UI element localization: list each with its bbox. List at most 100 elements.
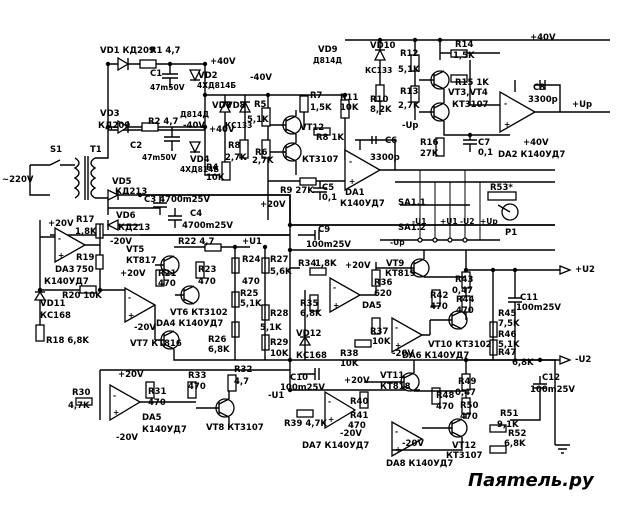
label-r13: R13 — [400, 87, 418, 97]
label-c7v: 0,1 — [478, 148, 493, 158]
label-r47v: 6,8K — [512, 358, 534, 368]
label-r26: R26 — [208, 335, 226, 345]
label-r39: R39 4,7K — [284, 419, 327, 429]
label-r31v: 470 — [148, 398, 166, 408]
label-vt5: VT5 — [126, 245, 144, 255]
label-c9: C9 — [318, 225, 330, 235]
label-r8b: R8 1K — [316, 133, 344, 143]
label-vd12: VD12 — [296, 329, 322, 339]
label-da5: DA5 — [142, 413, 162, 423]
label-m40a: -40V — [250, 73, 272, 83]
label-u1m: -U1 — [412, 217, 426, 226]
label-r6v: 2,7K — [252, 156, 274, 166]
label-c7: C7 — [478, 138, 490, 148]
label-r42v: 470 — [430, 302, 448, 312]
label-c1v: 47m50V — [150, 83, 185, 92]
svg-text:-: - — [128, 293, 131, 302]
label-c10v: 100m25V — [280, 383, 325, 393]
label-vd6t: КД213 — [118, 223, 150, 233]
label-r38v: 10K — [340, 359, 359, 369]
label-r18: R18 6,8K — [46, 336, 89, 346]
positive-output-section: -+ -+ — [289, 225, 572, 390]
label-r46: R46 — [498, 330, 516, 340]
label-p20-da5: +20V — [118, 370, 144, 380]
label-r31: R31 — [148, 387, 166, 397]
label-r33v: 470 — [188, 382, 206, 392]
label-u1p: +U1 — [440, 217, 458, 226]
svg-text:-: - — [395, 323, 398, 332]
component-labels: VD1 КД209 R1 4,7 +40V C1 47m50V VD2 4ХД8… — [2, 33, 595, 469]
label-r12: R12 — [400, 49, 418, 59]
label-r36v: 620 — [374, 289, 392, 299]
label-sa11: SA1.1 — [398, 198, 426, 208]
label-r23: R23 — [198, 265, 216, 275]
label-r7: R7 — [310, 91, 323, 101]
label-c8v: 3300p — [528, 95, 558, 105]
label-r52v: 6,8K — [504, 439, 526, 449]
negative-output-section: -+ -+ — [290, 355, 572, 458]
label-r48v: 470 — [436, 402, 454, 412]
label-r35v: 6,8K — [300, 309, 322, 319]
label-r11: R11 — [340, 93, 358, 103]
label-r19: R19 — [76, 253, 94, 263]
site-watermark: Паяmель.ру — [468, 470, 595, 491]
label-r45v: 7,5K — [498, 319, 520, 329]
label-u2m-out: -U2 — [575, 355, 591, 365]
label-vd8t: КС133 — [225, 121, 252, 130]
top-power-supply: -+ -+ — [107, 39, 610, 220]
svg-text:+: + — [349, 177, 355, 186]
label-m20-da4: -20V — [134, 323, 156, 333]
label-vt10: VT10 КТ3102 — [428, 340, 492, 350]
label-vd11: VD11 — [40, 299, 66, 309]
svg-text:-: - — [349, 157, 352, 166]
label-r35: R35 — [300, 299, 318, 309]
label-vt12bt: КТ3107 — [446, 451, 482, 461]
label-r17: R17 — [76, 215, 94, 225]
label-r32v: 4,7 — [234, 377, 249, 387]
label-r40: R40 — [350, 397, 368, 407]
svg-text:-: - — [333, 283, 336, 292]
label-k140: К140УД7 — [44, 277, 89, 287]
label-vd5t: КД213 — [115, 187, 147, 197]
svg-text:-: - — [328, 397, 331, 406]
label-c4v: 4700m25V — [182, 221, 233, 231]
label-c2v: 47m50V — [142, 153, 177, 162]
label-vd5: VD5 — [112, 177, 132, 187]
label-r24v: 470 — [242, 277, 260, 287]
label-r15: R15 1K — [455, 78, 489, 88]
label-r26v: 6,8K — [208, 345, 230, 355]
label-r23v: 470 — [198, 277, 216, 287]
label-r28: R28 — [270, 309, 288, 319]
label-r16: R16 — [420, 138, 438, 148]
label-r5: R5 — [254, 100, 267, 110]
label-t1: T1 — [90, 145, 102, 155]
label-da6: DA6 К140УД7 — [402, 351, 469, 361]
label-da8: DA8 К140УД7 — [386, 459, 453, 469]
label-r32: R32 — [234, 365, 252, 375]
label-r6: R6 — [255, 148, 268, 158]
label-p40c: +40V — [523, 138, 549, 148]
label-da2: DA2 К140УД7 — [498, 150, 565, 160]
label-r50: R50 — [460, 401, 478, 411]
label-vd1: VD1 КД209 — [100, 46, 155, 56]
label-r30v: 4,7K — [68, 401, 90, 411]
label-r9: R9 27K — [280, 186, 314, 196]
da4-section: -+ — [100, 243, 290, 361]
label-r16v: 27K — [420, 149, 439, 159]
label-r29v: 10K — [270, 349, 289, 359]
label-r21: R21 — [158, 269, 176, 279]
label-vd11t: КС168 — [40, 311, 71, 321]
label-up-minus: -Up — [402, 121, 419, 131]
label-r49v: 0,47 — [455, 388, 476, 398]
label-r34: R34 — [298, 259, 316, 269]
label-r53: R53* — [490, 183, 513, 193]
label-u1: +U1 — [242, 237, 262, 247]
label-c3: C3 4700m25V — [144, 195, 210, 205]
label-m20: -20V — [110, 237, 132, 247]
label-r43: R43 — [455, 275, 473, 285]
svg-text:+: + — [113, 408, 119, 417]
label-r7v: 1,5K — [310, 103, 332, 113]
label-upout: +Up — [572, 100, 592, 110]
label-r1: R1 4,7 — [150, 46, 181, 56]
label-r17v: 1,8K — [75, 227, 97, 237]
